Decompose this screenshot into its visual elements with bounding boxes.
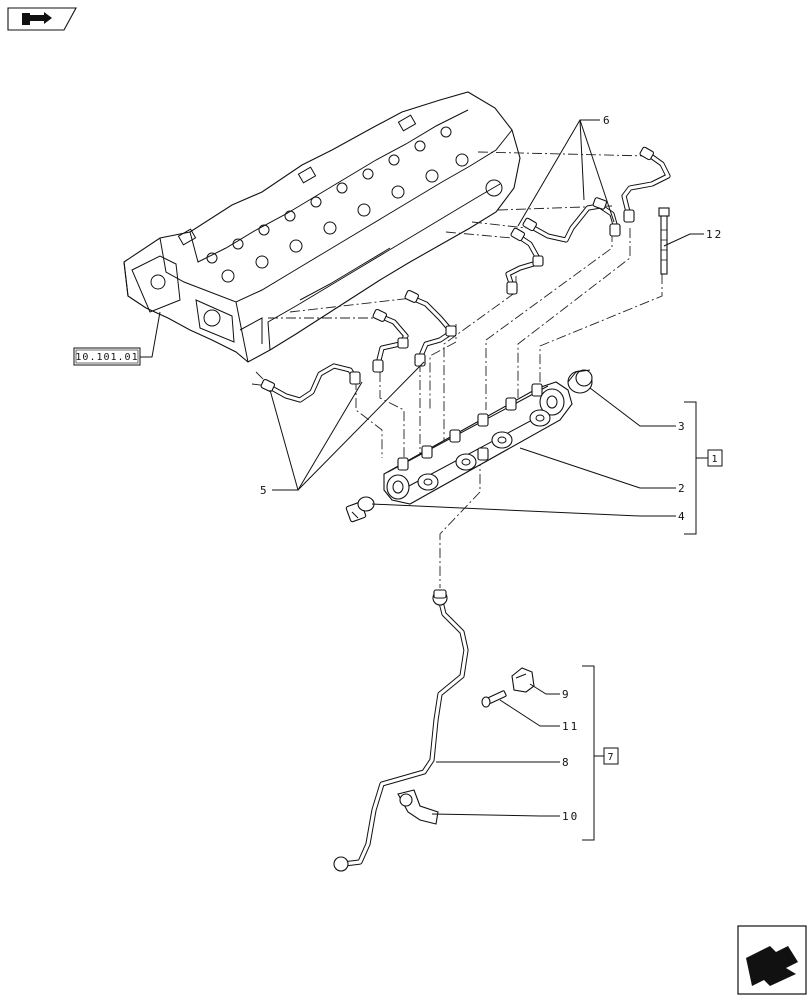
reference-10.101.01[interactable]: 10.101.01 <box>73 347 141 366</box>
return-pipe <box>333 589 469 872</box>
callout-9: 9 <box>562 688 571 701</box>
assembly-7-label: 7 <box>607 752 614 763</box>
fuel-rail <box>383 381 573 505</box>
stud-bolt <box>658 207 670 275</box>
callout-11: 11 <box>562 720 579 733</box>
pipe-clip <box>511 667 535 693</box>
screw <box>481 690 507 708</box>
callout-10: 10 <box>562 810 579 823</box>
pipe-bracket <box>397 789 439 825</box>
next-page-arrow-icon[interactable] <box>737 925 807 995</box>
assembly-1-label: 1 <box>711 454 718 465</box>
callout-2: 2 <box>678 482 687 495</box>
folder-arrow-icon[interactable] <box>7 7 77 31</box>
callout-12: 12 <box>706 228 723 241</box>
assembly-box-7[interactable]: 7 <box>603 747 619 765</box>
reference-label: 10.101.01 <box>75 352 138 363</box>
injector-pipes-6 <box>505 146 671 295</box>
pressure-sensor <box>345 496 375 523</box>
injector-pipes-5 <box>260 289 457 403</box>
leader-lines <box>269 119 708 841</box>
callout-8: 8 <box>562 756 571 769</box>
cylinder-head <box>123 91 521 363</box>
callout-4: 4 <box>678 510 687 523</box>
callout-6: 6 <box>603 114 612 127</box>
pressure-relief-valve <box>567 369 593 394</box>
callout-3: 3 <box>678 420 687 433</box>
callouts: 6 12 3 2 4 5 9 11 8 10 <box>260 114 723 823</box>
callout-5: 5 <box>260 484 269 497</box>
assembly-box-1[interactable]: 1 <box>707 449 723 467</box>
